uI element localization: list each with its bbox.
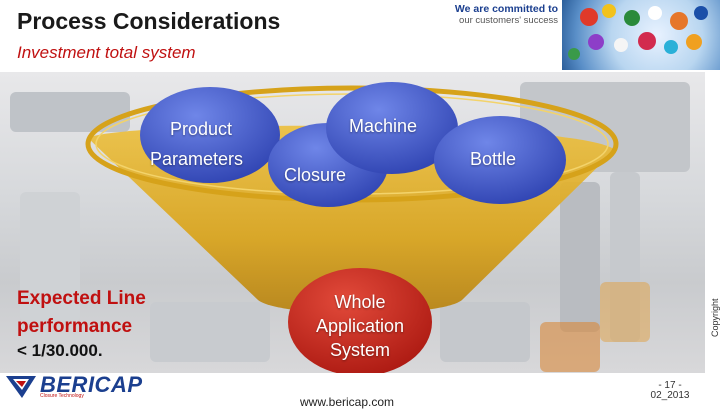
performance-value: < 1/30.000. — [17, 341, 103, 361]
copyright-strip: Copyright — [705, 72, 720, 382]
machine-label: Machine — [349, 116, 417, 137]
product-parameters-label: Product Parameters — [150, 114, 243, 174]
copyright-text: Copyright — [710, 257, 720, 337]
expected-line-performance-heading: Expected Line performance — [17, 285, 146, 341]
bottle-label: Bottle — [470, 149, 516, 170]
footer-url[interactable]: www.bericap.com — [300, 395, 394, 409]
bericap-logo-icon — [4, 374, 38, 400]
bericap-logo-subtext: Closure Technology — [40, 393, 84, 399]
whole-application-system-label: Whole Application System — [300, 290, 420, 362]
closure-label: Closure — [284, 165, 346, 186]
page-number: - 17 - 02_2013 — [650, 381, 690, 401]
